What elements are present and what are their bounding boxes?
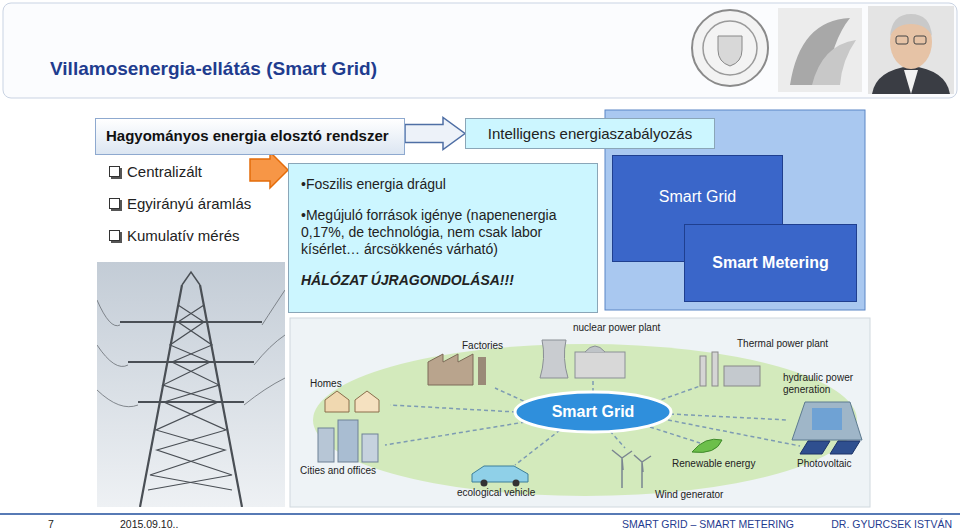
factory-chimney [478, 357, 486, 385]
dam-icon [792, 402, 862, 440]
reactor-dome [585, 346, 605, 352]
portrait-glasses [896, 36, 908, 44]
thermal-building [724, 366, 760, 386]
node-text: Smart Grid [619, 188, 776, 206]
grid-link [650, 427, 700, 443]
illustration-label: hydraulic power generation [783, 372, 865, 396]
dam-water [812, 408, 842, 430]
block-arrow [405, 118, 465, 150]
header-frame [3, 3, 957, 98]
smart-grid-hub [515, 392, 671, 432]
illustration-label: Smart Grid [552, 406, 635, 418]
illustration-label: SMART GRID – SMART METERING [622, 518, 794, 530]
portrait-face [890, 15, 932, 69]
grid-link [610, 431, 625, 448]
portrait-suit [872, 66, 950, 94]
grid-link [670, 414, 788, 420]
nuclear-building [575, 352, 625, 378]
ecological-vehicle-icon [472, 466, 528, 482]
tower-arm [120, 322, 262, 402]
grid-link [592, 380, 594, 392]
wheel [481, 480, 488, 487]
solar-panel [800, 441, 830, 454]
grid-link [385, 422, 525, 445]
node-text: Smart Metering [712, 254, 828, 272]
renewable-leaf [692, 439, 722, 452]
seal-logo [692, 10, 768, 86]
illustration-label: nuclear power plant [573, 322, 660, 334]
portrait-glasses [914, 36, 926, 44]
tower-lattice [148, 305, 232, 490]
seal-shield [718, 36, 742, 66]
grid-links [385, 380, 800, 465]
bullet-text: Centralizált [127, 163, 202, 180]
ground-area [313, 344, 857, 496]
portrait-hair [890, 14, 932, 36]
bullet-text: Kumulatív mérés [127, 227, 240, 244]
reasons-box: •Foszilis energia drágul •Megújuló forrás… [288, 163, 598, 313]
thermal-chimney [712, 352, 718, 386]
wind-turbine [634, 455, 651, 488]
factory-icon [428, 354, 473, 385]
emblem-shape [812, 40, 856, 85]
wind-turbine [612, 450, 632, 488]
grid-link [668, 420, 800, 446]
office-building [318, 428, 334, 462]
slide-title: Villamosenergia-ellátás (Smart Grid) [50, 58, 377, 80]
seal-ring [703, 21, 757, 75]
illustration-label: Wind generator [655, 489, 723, 501]
office-building [338, 420, 358, 462]
thermal-chimney [700, 356, 706, 386]
node-text: Intelligens energiaszabályozás [474, 125, 706, 142]
portrait-shirt [904, 70, 918, 94]
illustration-label: 7 [48, 518, 54, 530]
illustration-label: Cities and offices [300, 465, 376, 477]
orange-block-arrow [250, 152, 288, 188]
node-text: HÁLÓZAT ÚJRAGONDOLÁSA!!! [301, 272, 587, 289]
tower-top [182, 272, 200, 285]
tower-leg [140, 285, 242, 507]
wheel [513, 480, 520, 487]
node-text: •Foszilis energia drágul [301, 176, 587, 193]
illustration-label: Thermal power plant [737, 338, 828, 350]
house-icon [325, 391, 349, 412]
node-text: •Megújuló források igénye (napenenergia … [301, 207, 587, 258]
bullet-text: Egyirányú áramlás [127, 195, 251, 212]
grid-link [655, 386, 700, 402]
illustration-label: Factories [462, 340, 503, 352]
tower-lattice [150, 305, 232, 490]
illustration-label: DR. GYURCSEK ISTVÁN [831, 518, 952, 530]
checkbox-bullet [109, 166, 120, 177]
checkbox-bullet [109, 230, 120, 241]
panel-heading: Hagyományos energia elosztó rendszer [95, 118, 405, 155]
header-box: Intelligens energiaszabályozás [465, 118, 715, 149]
illustration-label: Renewable energy [672, 458, 755, 470]
illustration-label: Photovoltaic [797, 458, 851, 470]
smart-grid-illustration [290, 318, 870, 507]
illustration-label: 2015.09.10.. [120, 518, 178, 530]
emblem-logo [778, 8, 862, 92]
footer-rule [0, 513, 960, 515]
house-icon [355, 391, 379, 412]
portrait-photo [868, 6, 954, 94]
pylon-photo [97, 262, 285, 507]
solar-panel [830, 441, 860, 454]
power-wire [97, 290, 285, 407]
smart-metering-box: Smart Metering [684, 224, 857, 302]
cooling-tower [540, 340, 568, 378]
wind-turbines [612, 450, 651, 488]
illustration-label: ecological vehicle [457, 487, 535, 499]
grid-link [515, 430, 560, 465]
pylon-tower [97, 272, 285, 507]
office-building [362, 434, 378, 462]
illustration-label: Homes [310, 378, 342, 390]
checkbox-bullet [109, 198, 120, 209]
grid-link [390, 405, 516, 412]
